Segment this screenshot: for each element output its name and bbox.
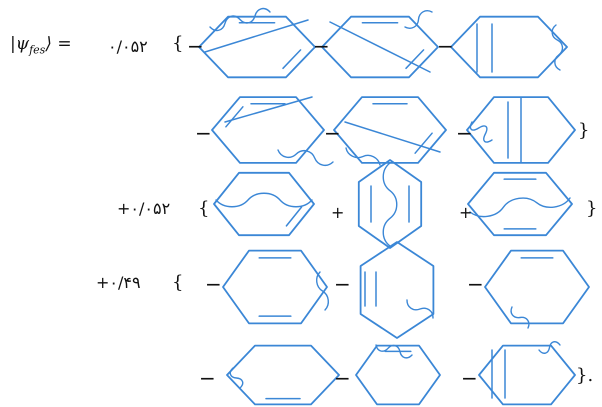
operator-3-3: − — [467, 272, 484, 296]
open-brace-3: { — [172, 272, 184, 293]
resonance-structure — [213, 171, 315, 237]
operator-3-5: − — [334, 366, 351, 390]
resonance-structure — [357, 159, 423, 249]
operator-1-4: − — [195, 121, 212, 145]
open-brace-1: { — [172, 33, 184, 54]
resonance-structure — [198, 7, 316, 79]
coefficient-1: ۰/۰۵۲ — [108, 37, 148, 56]
resonance-structure — [226, 344, 340, 406]
close-brace-1: } — [578, 120, 590, 141]
resonance-structure — [484, 249, 590, 329]
ket-close: ⟩ = — [45, 34, 72, 54]
coefficient-3: +۰/۴۹ — [96, 273, 141, 292]
operator-1-3: − — [437, 34, 454, 58]
operator-3-1: − — [205, 272, 222, 296]
coefficient-2: +۰/۰۵۲ — [117, 199, 171, 218]
operator-2-2: + — [459, 203, 473, 222]
operator-3-2: − — [334, 272, 351, 296]
operator-1-1: − — [187, 34, 204, 58]
operator-1-5: − — [324, 121, 341, 145]
resonance-structure — [355, 344, 441, 406]
operator-3-6: − — [461, 366, 478, 390]
open-brace-2: { — [198, 198, 210, 219]
resonance-structure — [333, 96, 447, 166]
close-brace-3: }. — [576, 365, 594, 386]
operator-1-2: − — [313, 34, 330, 58]
resonance-structure — [478, 341, 576, 406]
resonance-structure — [466, 96, 576, 164]
resonance-structure — [359, 241, 435, 339]
close-brace-2: } — [586, 198, 598, 219]
resonance-structure — [467, 171, 573, 237]
operator-3-4: − — [199, 366, 216, 390]
resonance-structure — [211, 96, 334, 167]
ket-psi: |ψfes⟩ = — [10, 34, 72, 57]
resonance-structure — [222, 249, 329, 325]
operator-1-6: − — [456, 121, 473, 145]
operator-2-1: + — [331, 203, 345, 222]
resonance-structure — [321, 10, 439, 79]
resonance-structure — [450, 15, 568, 79]
ket-subscript: fes — [29, 43, 46, 57]
